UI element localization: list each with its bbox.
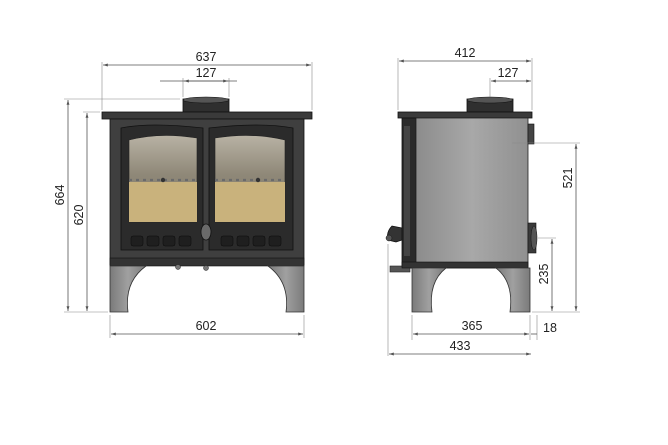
left-airwash-knob	[160, 177, 166, 183]
side-handle-knob	[385, 234, 393, 242]
rear-boss-top	[527, 123, 535, 145]
side-door-hinge-strip	[404, 126, 410, 256]
dim-label-overall-depth: 412	[455, 46, 476, 60]
front-view	[101, 96, 313, 313]
dim-label-base-depth: 365	[462, 319, 483, 333]
front-top-plate	[101, 111, 313, 120]
front-door-handle	[200, 223, 212, 241]
dim-label-handle-offset: 18	[543, 321, 557, 335]
side-panel	[415, 117, 529, 269]
side-view	[385, 96, 538, 313]
dim-label-flue-offset: 127	[498, 66, 519, 80]
dim-label-overall-height: 664	[53, 185, 67, 206]
left-firebed	[129, 182, 197, 222]
rear-outlet-ring	[530, 225, 538, 251]
side-rear-leg	[494, 267, 531, 313]
dim-label-flue-centre-height: 521	[561, 168, 575, 189]
front-left-leg	[109, 265, 148, 313]
side-flue-rim	[466, 96, 514, 104]
side-top-plate	[397, 111, 533, 119]
dim-label-rear-outlet-height: 235	[537, 264, 551, 285]
front-right-leg	[266, 265, 305, 313]
front-dimensions: 637 127 664 620 602	[53, 50, 313, 338]
front-flue-rim	[182, 96, 230, 104]
dim-label-flue-width: 127	[196, 66, 217, 80]
dim-label-overall-depth-handle: 433	[450, 339, 471, 353]
side-front-leg	[411, 267, 448, 313]
side-ashpan	[389, 265, 411, 273]
right-firebed	[215, 182, 285, 222]
front-ashpan-knob-left	[175, 264, 181, 270]
dim-label-leg-span: 602	[196, 319, 217, 333]
front-grate	[130, 235, 282, 247]
side-base-rail	[401, 261, 529, 269]
dim-label-overall-width: 637	[196, 50, 217, 64]
front-ashpan	[109, 257, 305, 267]
front-ashpan-knob-right	[203, 265, 209, 271]
dim-label-body-height: 620	[72, 205, 86, 226]
right-airwash-knob	[255, 177, 261, 183]
side-dimensions: 412 127 521 235 365 18 433	[387, 46, 580, 356]
